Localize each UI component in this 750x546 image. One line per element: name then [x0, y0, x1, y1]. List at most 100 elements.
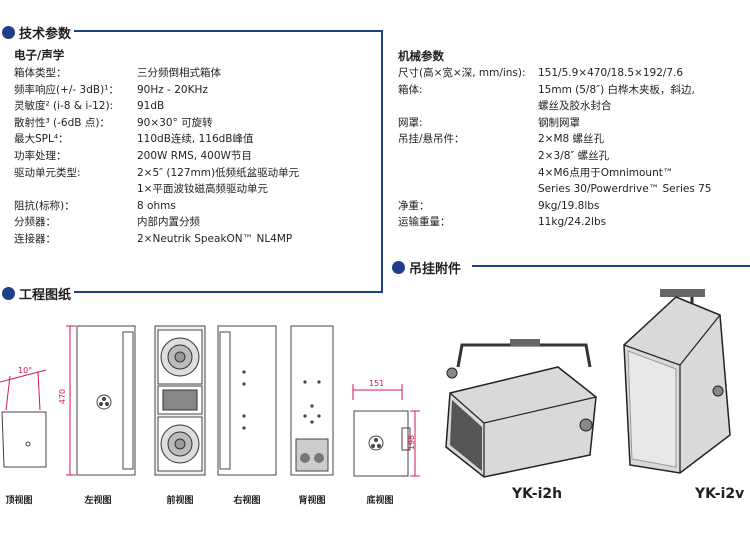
- bullet-dot-icon: [2, 287, 15, 300]
- height-dimension: 470: [58, 388, 68, 405]
- spec-row: 净重： 9kg/19.8lbs: [398, 198, 712, 215]
- spec-value: 9kg/19.8lbs: [538, 199, 600, 212]
- electronic-heading: 电子/声学: [14, 48, 65, 62]
- model-label-i2h: YK-i2h: [512, 486, 563, 502]
- spec-value: 110dB连续, 116dB峰值: [137, 133, 254, 146]
- yk-i2v-speaker-image: [623, 289, 731, 474]
- view-label-top: 顶视图: [5, 496, 33, 506]
- angle-label: 10°: [18, 366, 33, 375]
- spec-key: [14, 181, 137, 198]
- spec-key: 网罩:: [398, 116, 423, 129]
- spec-row: 散射性³ (-6dB 点)： 90×30° 可旋转: [14, 115, 299, 132]
- spec-row: 灵敏度² (i-8 & i-12): 91dB: [14, 98, 299, 115]
- spec-key: [398, 165, 538, 182]
- view-label-right: 右视图: [233, 496, 261, 506]
- spec-value: 8 ohms: [137, 199, 176, 212]
- back-view-drawing: [290, 325, 334, 476]
- spec-row: 阻抗(标称)： 8 ohms: [14, 198, 299, 215]
- bottom-view-drawing: [352, 384, 420, 477]
- left-view-drawing: [66, 325, 136, 476]
- spec-row: 网罩: 钢制网罩: [398, 115, 712, 132]
- spec-value: 三分频倒相式箱体: [137, 67, 221, 79]
- spec-row: 1×平面波钕磁高频驱动单元: [14, 181, 299, 198]
- spec-key: 灵敏度² (i-8 & i-12):: [14, 100, 114, 113]
- spec-key: [398, 148, 538, 165]
- view-label-left: 左视图: [84, 496, 112, 506]
- spec-value: 15mm (5/8″) 白桦木夹板，斜边,: [538, 83, 695, 96]
- spec-row: 运输重量： 11kg/24.2lbs: [398, 214, 712, 231]
- spec-value: 4×M6点用于Omnimount™: [538, 166, 674, 179]
- view-label-bottom: 底视图: [366, 496, 394, 506]
- spec-value: 钢制网罩: [538, 116, 580, 129]
- section-title: 吊挂附件: [409, 262, 462, 277]
- divider-horizontal: [74, 291, 383, 293]
- spec-value: 11kg/24.2lbs: [538, 216, 607, 229]
- spec-key: 最大SPL⁴：: [14, 133, 69, 146]
- spec-row: Series 30/Powerdrive™ Series 75: [398, 181, 712, 198]
- header-rule: [472, 265, 750, 267]
- spec-key: 运输重量：: [398, 216, 451, 229]
- spec-value: 151/5.9×470/18.5×192/7.6: [538, 67, 684, 79]
- spec-key: 箱体:: [398, 83, 423, 96]
- spec-value: 1×平面波钕磁高频驱动单元: [137, 183, 268, 196]
- spec-row: 箱体: 15mm (5/8″) 白桦木夹板，斜边,: [398, 82, 712, 99]
- section-title: 工程图纸: [19, 288, 72, 303]
- yk-i2h-speaker-image: [445, 339, 597, 478]
- spec-value: 90Hz - 20KHz: [137, 83, 208, 96]
- spec-row: 2×3/8″ 螺丝孔: [398, 148, 712, 165]
- depth-dimension: 198: [407, 434, 417, 451]
- spec-key: 分频器：: [14, 216, 56, 229]
- spec-row: 功率处理： 200W RMS, 400W节目: [14, 148, 299, 165]
- spec-key: 连接器：: [14, 232, 56, 245]
- spec-value: 91dB: [137, 100, 165, 113]
- spec-key: [398, 181, 538, 198]
- spec-key: 箱体类型：: [14, 67, 67, 79]
- model-label-i2v: YK-i2v: [695, 486, 745, 502]
- divider-vertical: [381, 30, 383, 292]
- header-rule: [74, 30, 382, 32]
- spec-row: 频率响应(+/- 3dB)¹： 90Hz - 20KHz: [14, 82, 299, 99]
- mechanical-spec-table: 尺寸(高×宽×深, mm/ins): 151/5.9×470/18.5×192/7…: [398, 65, 712, 231]
- spec-value: 90×30° 可旋转: [137, 116, 213, 129]
- section-header-tech: 技术参数: [2, 23, 71, 42]
- spec-value: 内部内置分频: [137, 216, 200, 229]
- spec-row: 4×M6点用于Omnimount™: [398, 165, 712, 182]
- spec-key: 净重：: [398, 199, 430, 212]
- spec-key: 尺寸(高×宽×深, mm/ins):: [398, 67, 526, 79]
- view-label-back: 背视图: [298, 496, 326, 506]
- spec-row: 箱体类型： 三分频倒相式箱体: [14, 65, 299, 82]
- spec-value: 200W RMS, 400W节目: [137, 149, 252, 162]
- spec-row: 尺寸(高×宽×深, mm/ins): 151/5.9×470/18.5×192/7…: [398, 65, 712, 82]
- section-header-drawing: 工程图纸: [2, 284, 71, 303]
- spec-row: 螺丝及胶水封合: [398, 98, 712, 115]
- right-view-drawing: [217, 325, 277, 476]
- spec-key: 功率处理：: [14, 149, 67, 162]
- spec-value: 螺丝及胶水封合: [538, 100, 612, 113]
- top-view-drawing: [0, 369, 47, 468]
- spec-key: 吊挂/悬吊件：: [398, 133, 465, 146]
- spec-key: 频率响应(+/- 3dB)¹：: [14, 83, 119, 96]
- spec-value: 2×5″ (127mm)低频纸盆驱动单元: [137, 166, 300, 179]
- spec-key: 阻抗(标称)：: [14, 199, 75, 212]
- bullet-dot-icon: [2, 26, 15, 39]
- spec-key: 散射性³ (-6dB 点)：: [14, 116, 110, 129]
- section-title: 技术参数: [19, 27, 72, 42]
- spec-row: 分频器： 内部内置分频: [14, 214, 299, 231]
- spec-value: 2×Neutrik SpeakON™ NL4MP: [137, 232, 293, 245]
- spec-value: 2×3/8″ 螺丝孔: [538, 149, 610, 162]
- spec-row: 驱动单元类型: 2×5″ (127mm)低频纸盆驱动单元: [14, 165, 299, 182]
- spec-key: [398, 98, 538, 115]
- mechanical-heading: 机械参数: [398, 49, 444, 63]
- front-view-drawing: [154, 325, 206, 476]
- bullet-dot-icon: [392, 261, 405, 274]
- view-label-front: 前视图: [166, 496, 194, 506]
- spec-row: 连接器： 2×Neutrik SpeakON™ NL4MP: [14, 231, 299, 248]
- electronic-spec-table: 箱体类型： 三分频倒相式箱体频率响应(+/- 3dB)¹： 90Hz - 20KHz…: [14, 65, 299, 248]
- spec-row: 最大SPL⁴： 110dB连续, 116dB峰值: [14, 131, 299, 148]
- spec-row: 吊挂/悬吊件： 2×M8 螺丝孔: [398, 131, 712, 148]
- spec-key: 驱动单元类型:: [14, 166, 81, 179]
- width-dimension: 151: [369, 379, 385, 388]
- spec-value: 2×M8 螺丝孔: [538, 133, 605, 146]
- section-header-accessories: 吊挂附件: [392, 258, 461, 277]
- spec-value: Series 30/Powerdrive™ Series 75: [538, 183, 712, 196]
